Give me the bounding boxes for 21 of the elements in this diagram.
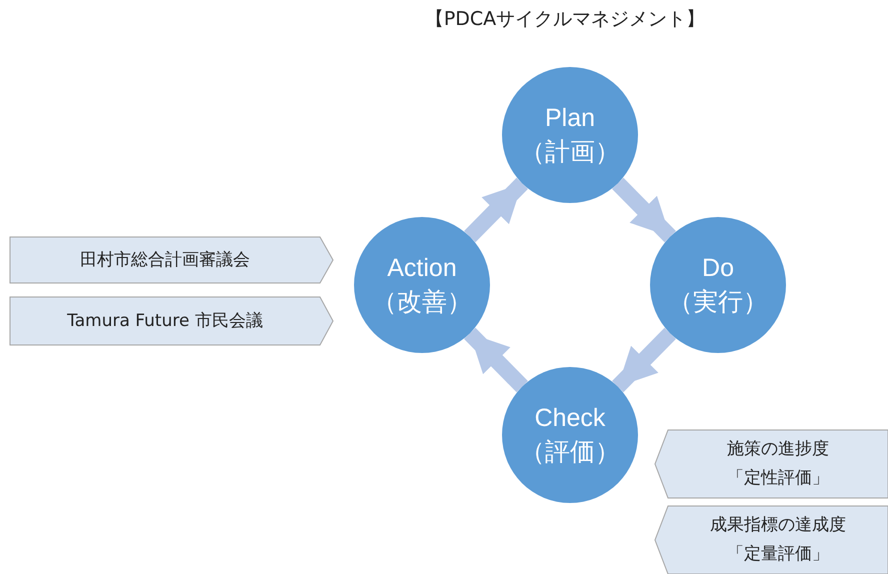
note-text: 成果指標の達成度「定量評価」 <box>709 514 847 566</box>
stage-name: Check <box>534 403 606 434</box>
note-text: 田村市総合計画審議会 <box>79 248 251 272</box>
diagram-title: 【PDCAサイクルマネジメント】 <box>424 7 706 32</box>
stage-subtitle: （改善） <box>372 287 472 318</box>
note-box <box>655 506 888 574</box>
stage-subtitle: （実行） <box>668 287 768 318</box>
block-arrow <box>612 178 676 242</box>
block-arrow <box>612 328 676 392</box>
stage-name: Action <box>387 253 457 284</box>
stage-name: Do <box>702 253 734 284</box>
note-box <box>655 430 888 498</box>
note-text: Tamura Future 市民会議 <box>66 310 264 332</box>
block-arrow <box>464 328 528 392</box>
stage-subtitle: （評価） <box>520 437 620 468</box>
stage-name: Plan <box>544 103 596 134</box>
note-box <box>10 297 333 345</box>
note-box <box>10 237 333 283</box>
block-arrow <box>464 178 528 242</box>
stage-subtitle: （計画） <box>520 137 620 168</box>
note-text: 施策の進捗度「定性評価」 <box>726 438 830 490</box>
